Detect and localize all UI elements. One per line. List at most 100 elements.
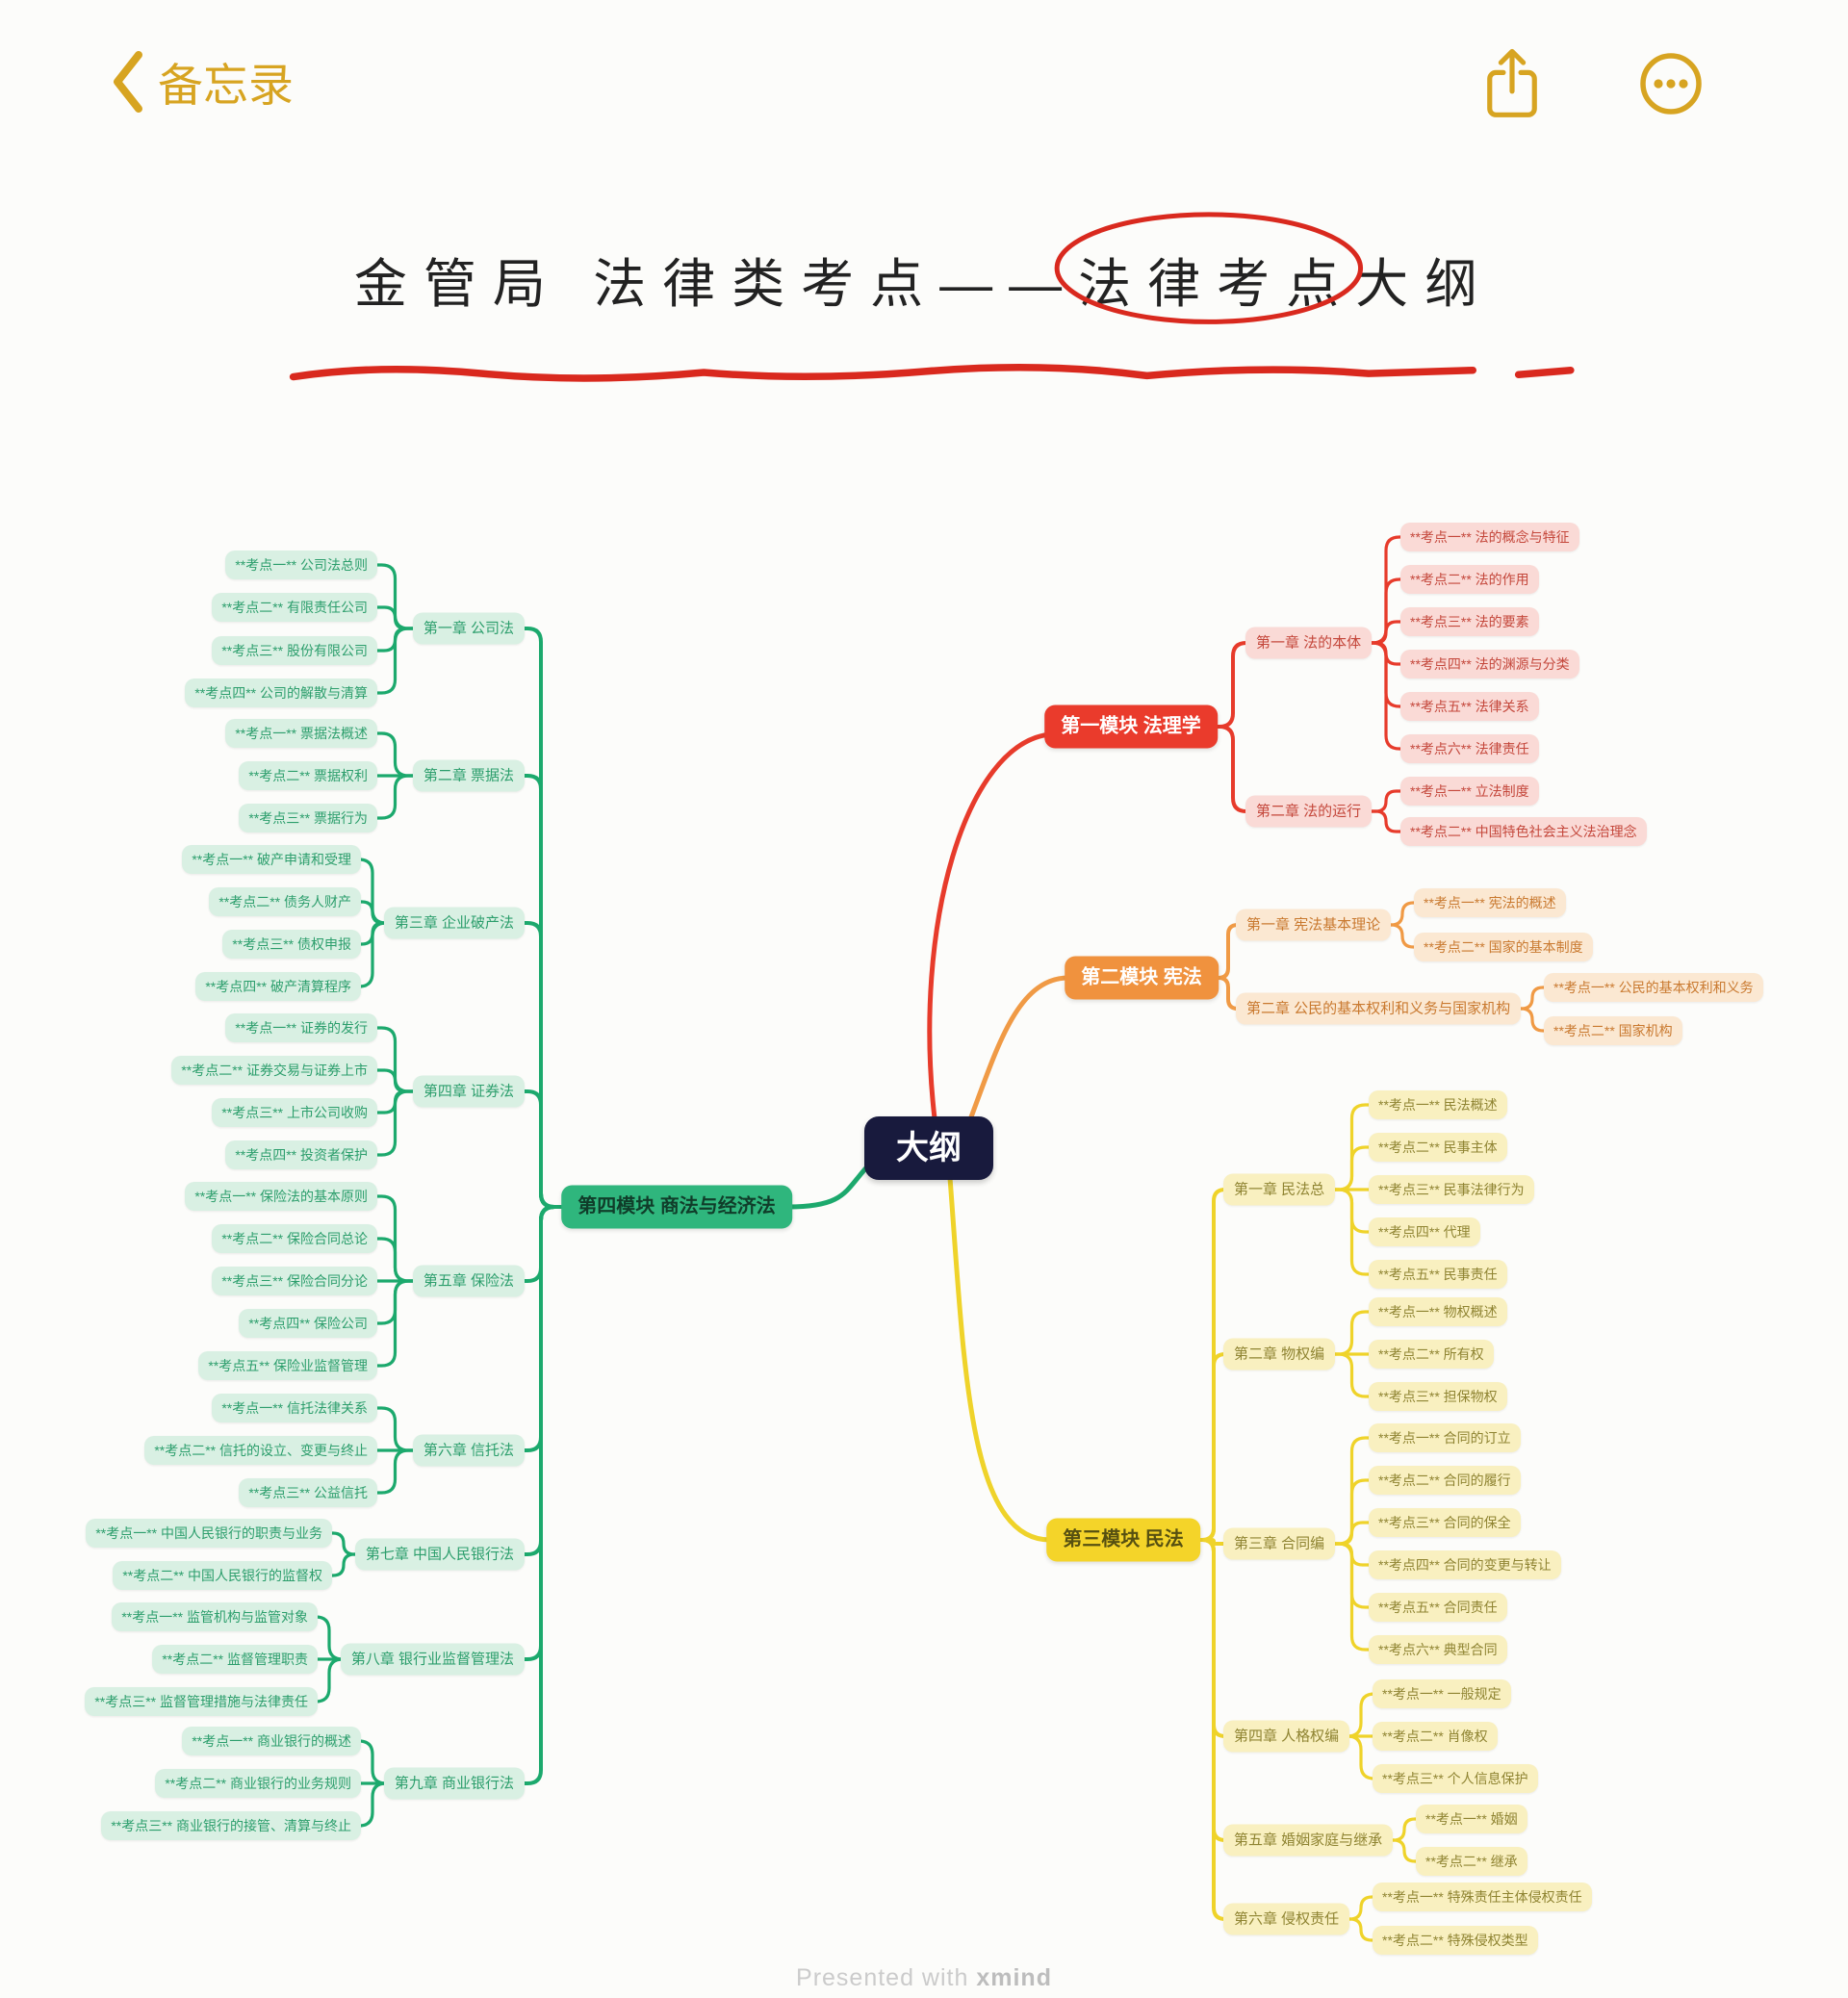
topic-node: **考点四** 破产清算程序 [195,972,361,1001]
topic-node: **考点三** 法的要素 [1400,607,1539,636]
topic-node: **考点二** 特殊侵权类型 [1373,1926,1538,1955]
chapter-node: 第四章 人格权编 [1223,1720,1350,1753]
chapter-node: 第五章 保险法 [412,1265,525,1297]
connector-line [1368,809,1404,833]
connector-line [373,1448,417,1495]
topic-node: **考点一** 物权概述 [1369,1297,1507,1326]
share-icon[interactable] [1482,46,1542,121]
chapter-node: 第二章 物权编 [1223,1338,1336,1370]
connector-line [1196,1538,1227,1546]
module-node-m2: 第二模块 宪法 [1065,956,1219,1000]
ellipsis-circle-icon[interactable] [1638,51,1704,116]
connector-line [1346,1917,1376,1942]
chapter-node: 第六章 信托法 [412,1434,525,1467]
topic-node: **考点四** 投资者保护 [225,1140,377,1169]
topic-node: **考点四** 保险公司 [239,1309,377,1338]
topic-node: **考点三** 债权申报 [222,930,361,959]
topic-node: **考点五** 保险业监督管理 [198,1351,377,1380]
module-node-m3: 第三模块 民法 [1046,1518,1200,1562]
topic-node: **考点五** 民事责任 [1369,1260,1507,1289]
connector-line [1214,725,1249,813]
connector-line [373,1089,417,1157]
nav-actions [1482,46,1704,121]
topic-node: **考点二** 中国特色社会主义法治理念 [1400,817,1647,846]
chapter-node: 第二章 公民的基本权利和义务与国家机构 [1236,992,1522,1025]
connector-line [521,1089,565,1209]
connector-line [1368,789,1404,813]
topic-node: **考点二** 法的作用 [1400,565,1539,594]
topic-node: **考点一** 公民的基本权利和义务 [1544,973,1763,1002]
connector-line [966,975,1071,1125]
topic-node: **考点二** 保险合同总论 [212,1224,377,1253]
topic-node: **考点六** 法律责任 [1400,734,1539,763]
chapter-node: 第二章 票据法 [412,759,525,792]
topic-node: **考点三** 公益信托 [239,1478,377,1507]
topic-node: **考点一** 破产申请和受理 [182,845,361,874]
title-text-circled: 法律考点 [1078,254,1355,315]
topic-node: **考点一** 民法概述 [1369,1090,1507,1119]
topic-node: **考点一** 特殊责任主体侵权责任 [1373,1883,1592,1911]
topic-node: **考点一** 商业银行的概述 [182,1727,361,1755]
connector-line [521,1205,565,1785]
connector-line [357,921,388,988]
connector-line [373,627,417,695]
back-button[interactable]: 备忘录 [112,48,294,115]
watermark-brand: xmind [976,1964,1052,1991]
connector-line [1346,1734,1376,1780]
topic-node: **考点四** 代理 [1369,1217,1480,1246]
topic-node: **考点一** 证券的发行 [225,1013,377,1042]
connector-line [927,731,1053,1121]
connector-line [373,731,417,778]
connector-line [314,1615,345,1661]
connector-line [1517,986,1548,1011]
topic-node: **考点四** 法的渊源与分类 [1400,650,1579,679]
topic-node: **考点六** 典型合同 [1369,1635,1507,1664]
chapter-node: 第三章 合同编 [1223,1527,1336,1560]
topic-node: **考点三** 保险合同分论 [212,1267,377,1295]
connector-line [1389,1838,1420,1863]
topic-node: **考点一** 法的概念与特征 [1400,523,1579,551]
connector-line [1517,1007,1548,1033]
connector-line [357,1739,388,1785]
topic-node: **考点二** 信托的设立、变更与终止 [144,1436,377,1465]
connector-line [373,1406,417,1452]
chevron-left-icon [114,50,142,113]
chapter-node: 第一章 法的本体 [1245,627,1373,659]
module-node-m4: 第四模块 商法与经济法 [561,1185,792,1229]
chapter-node: 第六章 侵权责任 [1223,1903,1350,1935]
connector-line [1215,923,1240,980]
chapter-node: 第一章 公司法 [412,612,525,645]
chapter-node: 第三章 企业破产法 [383,907,525,939]
connector-line [1331,1188,1373,1276]
connector-line [373,1279,417,1368]
connector-line [1389,1817,1420,1842]
root-node: 大纲 [864,1116,993,1180]
connector-line [373,1237,417,1283]
watermark: Presented with xmind [0,1964,1848,1992]
topic-node: **考点三** 监督管理措施与法律责任 [85,1687,318,1716]
topic-node: **考点一** 一般规定 [1373,1679,1511,1708]
topic-node: **考点一** 立法制度 [1400,777,1539,806]
connector-line [1346,1895,1376,1921]
topic-node: **考点一** 合同的订立 [1369,1423,1521,1452]
topic-node: **考点一** 中国人民银行的职责与业务 [86,1519,332,1548]
topic-node: **考点二** 肖像权 [1373,1722,1498,1751]
connector-line [373,774,417,820]
title-text-before: 金管局 法律类考点—— [353,254,1079,314]
topic-node: **考点四** 合同的变更与转让 [1369,1550,1561,1579]
connector-line [314,1657,345,1703]
topic-node: **考点一** 婚姻 [1416,1805,1527,1833]
chapter-node: 第四章 证券法 [412,1075,525,1108]
chapter-node: 第二章 法的运行 [1245,795,1373,828]
connector-line [1387,923,1418,949]
note-title: 金管局 法律类考点——法律考点大纲 [354,254,1494,315]
connector-line [1214,641,1249,729]
topic-node: **考点三** 商业银行的接管、清算与终止 [101,1811,361,1840]
connector-line [1196,1538,1227,1921]
topic-node: **考点二** 中国人民银行的监督权 [113,1561,332,1590]
nav-bar: 备忘录 [0,0,1848,154]
topic-node: **考点二** 所有权 [1369,1340,1494,1369]
connector-line [1331,1352,1373,1398]
